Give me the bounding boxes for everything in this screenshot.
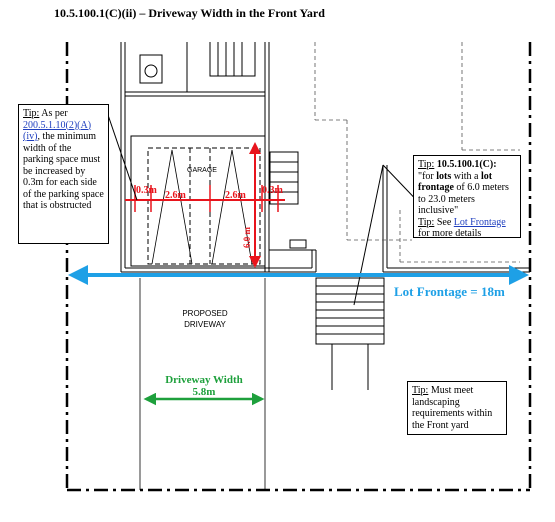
tip-right-label: Tip:: [418, 159, 435, 170]
tip-left-label: Tip:: [23, 108, 40, 119]
tip-right-quote-b: with a: [451, 170, 481, 182]
dim-26m-right: 2.6m: [225, 190, 247, 201]
driveway-width-line2: 5.8m: [193, 386, 216, 398]
tip-right-see: See: [434, 216, 454, 228]
front-steps: [315, 277, 385, 390]
tip-right-quote-c: of 6.0 meters to 23.0 meters inclusive": [418, 182, 509, 216]
tip-left-text1: As per: [39, 108, 68, 119]
garage-label: GARAGE: [187, 167, 217, 174]
proposed-driveway-line2: DRIVEWAY: [184, 320, 226, 329]
upper-floor-outline: [314, 42, 520, 263]
tip-left-link[interactable]: 200.5.1.10(2)(A)(iv): [23, 119, 92, 143]
proposed-driveway-line1: PROPOSED: [182, 309, 228, 318]
tip-right-more: for more details: [418, 228, 482, 239]
tip-box-left: Tip: As per 200.5.1.10(2)(A)(iv), the mi…: [18, 104, 109, 244]
lot-frontage-label: Lot Frontage = 18m: [394, 284, 505, 299]
tip-right-bylaw: 10.5.100.1(C):: [434, 159, 497, 170]
tip-right-quote-a: "for: [418, 170, 437, 182]
tip-bottom-text: Must meet landscaping requirements withi…: [412, 385, 493, 431]
tip-bottom-label: Tip:: [412, 385, 429, 396]
driveway-area: [139, 278, 266, 490]
tip-box-right: Tip: 10.5.100.1(C): "for lots with a lot…: [413, 155, 521, 239]
dim-26m-left: 2.6m: [165, 190, 187, 201]
tip-right-link[interactable]: Lot Frontage: [453, 216, 506, 228]
dim-03m-right: 0.3m: [262, 185, 284, 196]
driveway-width-line1: Driveway Width: [165, 374, 243, 386]
tip-right-label2: Tip:: [418, 216, 435, 228]
tip-right-bold-b: lot frontage: [418, 170, 493, 194]
dim-03m-left: 0.3m: [136, 185, 158, 196]
tip-right-bold-a: lots: [436, 170, 452, 182]
dim-60m: 6.0 m: [242, 227, 252, 249]
page-title: 10.5.100.1(C)(ii) – Driveway Width in th…: [54, 6, 325, 20]
tip-box-bottom: Tip: Must meet landscaping requirements …: [407, 381, 507, 435]
tip-left-text2: , the minimum width of the parking space…: [23, 131, 104, 211]
